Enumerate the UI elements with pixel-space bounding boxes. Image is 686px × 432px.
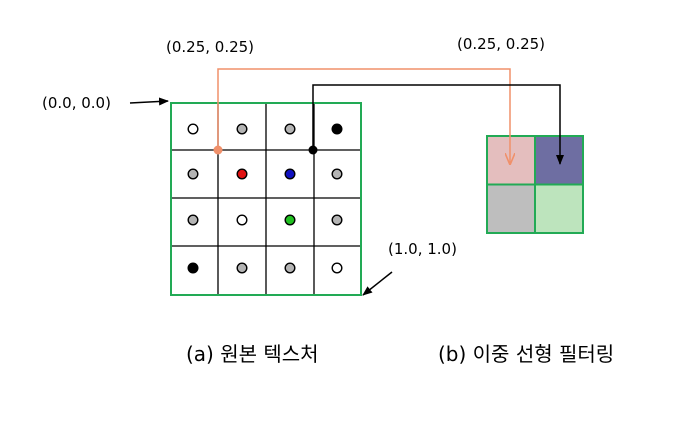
- black-sample-point: [308, 145, 318, 155]
- sample-coordinate-label-right: (0.25, 0.25): [457, 35, 546, 53]
- origin-coordinate-label: (0.0, 0.0): [42, 94, 111, 112]
- end-arrow: [362, 271, 393, 296]
- texel-gray-2-0: [187, 214, 199, 226]
- filtered-cell-0-0: [486, 135, 536, 186]
- filtered-grid-border: [486, 135, 584, 234]
- filtered-cell-0-1: [534, 135, 584, 186]
- source-grid-border: [170, 102, 362, 296]
- sample-paths: [213, 68, 564, 165]
- texel-gray-2-3: [331, 214, 343, 226]
- texel-gray-3-1: [236, 262, 248, 274]
- texel-black-0-3: [331, 123, 343, 135]
- caption-original-texture: (a) 원본 텍스처: [186, 342, 319, 366]
- orange-sample-path: [217, 68, 510, 164]
- filtered-cell-1-1: [534, 183, 584, 234]
- texel-gray-3-2: [284, 262, 296, 274]
- texel-gray-0-1: [236, 123, 248, 135]
- texel-blue-1-2: [284, 168, 296, 180]
- filtered-cell-1-0: [486, 183, 536, 234]
- caption-bilinear-filtering: (b) 이중 선형 필터링: [438, 342, 615, 366]
- origin-arrow: [129, 97, 169, 106]
- source-texture-grid: [170, 102, 362, 296]
- black-sample-path: [312, 84, 564, 165]
- texel-green-2-2: [284, 214, 296, 226]
- texel-black-3-0: [187, 262, 199, 274]
- texel-dots: [187, 123, 343, 274]
- end-coordinate-label: (1.0, 1.0): [388, 240, 457, 258]
- texel-white-2-1: [236, 214, 248, 226]
- texel-red-1-1: [236, 168, 248, 180]
- texel-gray-0-2: [284, 123, 296, 135]
- texel-white-3-3: [331, 262, 343, 274]
- texel-gray-1-3: [331, 168, 343, 180]
- filtered-grid: [486, 135, 584, 234]
- texel-gray-1-0: [187, 168, 199, 180]
- texel-white-0-0: [187, 123, 199, 135]
- orange-sample-point: [213, 145, 223, 155]
- sample-coordinate-label-left: (0.25, 0.25): [166, 38, 255, 56]
